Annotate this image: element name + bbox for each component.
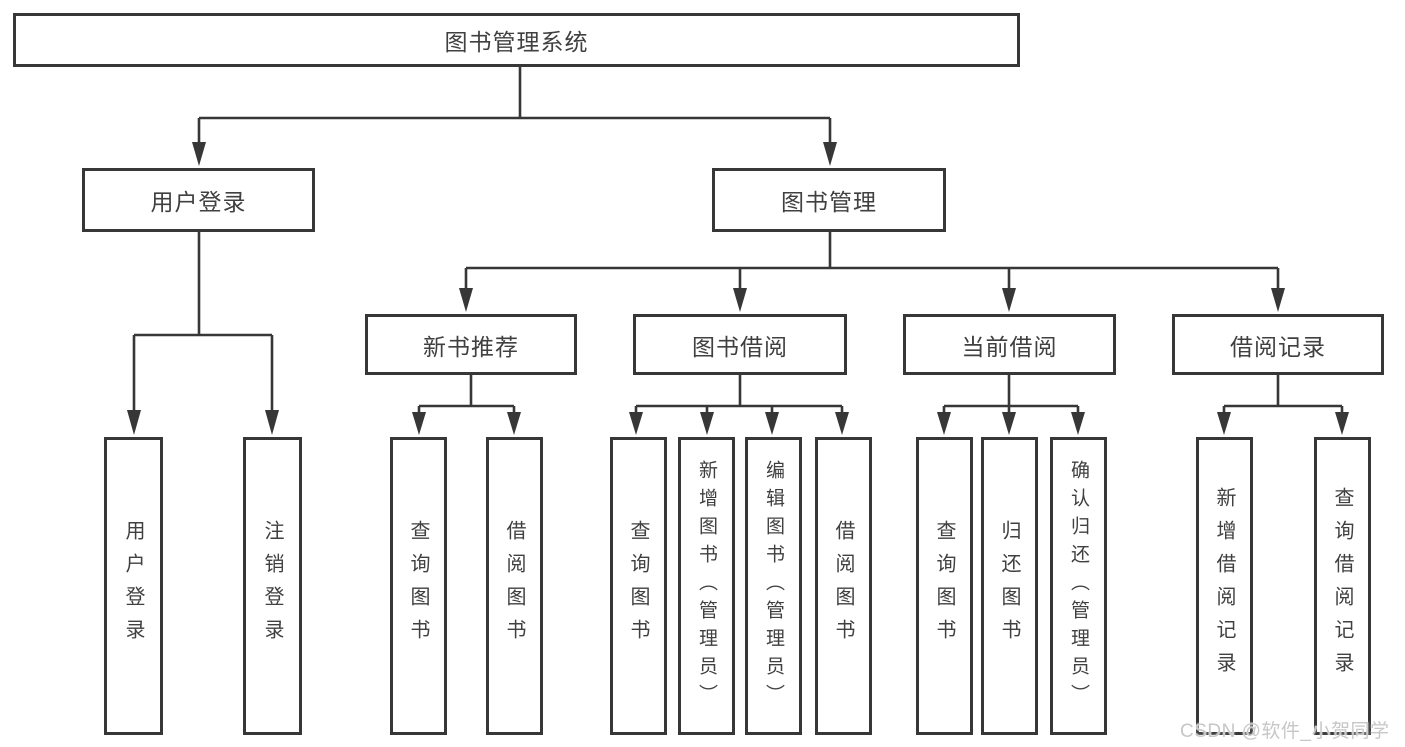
leaf-rec-query-books: 查询图书	[390, 437, 447, 735]
leaf-cur-query-books: 查询图书	[916, 437, 973, 735]
csdn-watermark: CSDN @软件_小贺同学	[1180, 721, 1390, 742]
node-book-borrow-label: 图书借阅	[692, 333, 788, 360]
leaf-cur-query-books-label: 查询图书	[933, 520, 955, 652]
leaf-recs-add-record-label: 新增借阅记录	[1213, 487, 1235, 685]
leaf-bor-add-books-label: 新增图书（管理员）	[696, 460, 717, 712]
leaf-cur-confirm-return: 确认归还（管理员）	[1050, 437, 1107, 735]
node-book-mgmt-label: 图书管理	[781, 189, 877, 215]
leaf-bor-add-books: 新增图书（管理员）	[678, 437, 735, 735]
leaf-bor-query-books: 查询图书	[610, 437, 667, 735]
leaf-logout: 注销登录	[243, 437, 302, 735]
node-current-borrow-label: 当前借阅	[961, 333, 1058, 360]
leaf-cur-return-books-label: 归还图书	[998, 520, 1020, 652]
leaf-cur-return-books: 归还图书	[981, 437, 1038, 735]
node-new-book-rec: 新书推荐	[365, 314, 577, 375]
leaf-logout-label: 注销登录	[261, 520, 283, 652]
node-book-mgmt: 图书管理	[712, 168, 946, 232]
leaf-rec-borrow-books-label: 借阅图书	[503, 520, 525, 652]
node-current-borrow: 当前借阅	[903, 314, 1116, 375]
leaf-cur-confirm-return-label: 确认归还（管理员）	[1068, 460, 1089, 712]
leaf-bor-query-books-label: 查询图书	[627, 520, 649, 652]
leaf-rec-borrow-books: 借阅图书	[486, 437, 543, 735]
leaf-recs-query-record-label: 查询借阅记录	[1331, 487, 1353, 685]
node-root-label: 图书管理系统	[444, 29, 589, 55]
leaf-bor-borrow-books-label: 借阅图书	[832, 520, 854, 652]
leaf-recs-query-record: 查询借阅记录	[1314, 437, 1371, 735]
leaf-user-login-label: 用户登录	[122, 520, 144, 652]
node-borrow-records: 借阅记录	[1172, 314, 1384, 375]
node-root: 图书管理系统	[13, 13, 1020, 67]
leaf-user-login: 用户登录	[104, 437, 163, 735]
node-book-borrow: 图书借阅	[633, 314, 847, 375]
leaf-bor-edit-books-label: 编辑图书（管理员）	[763, 460, 784, 712]
leaf-rec-query-books-label: 查询图书	[407, 520, 429, 652]
leaf-recs-add-record: 新增借阅记录	[1196, 437, 1253, 735]
leaf-bor-borrow-books: 借阅图书	[815, 437, 872, 735]
node-user-login-label: 用户登录	[150, 189, 247, 215]
leaf-bor-edit-books: 编辑图书（管理员）	[745, 437, 802, 735]
node-user-login: 用户登录	[82, 168, 315, 232]
node-borrow-records-label: 借阅记录	[1230, 333, 1326, 360]
node-new-book-rec-label: 新书推荐	[423, 333, 519, 360]
